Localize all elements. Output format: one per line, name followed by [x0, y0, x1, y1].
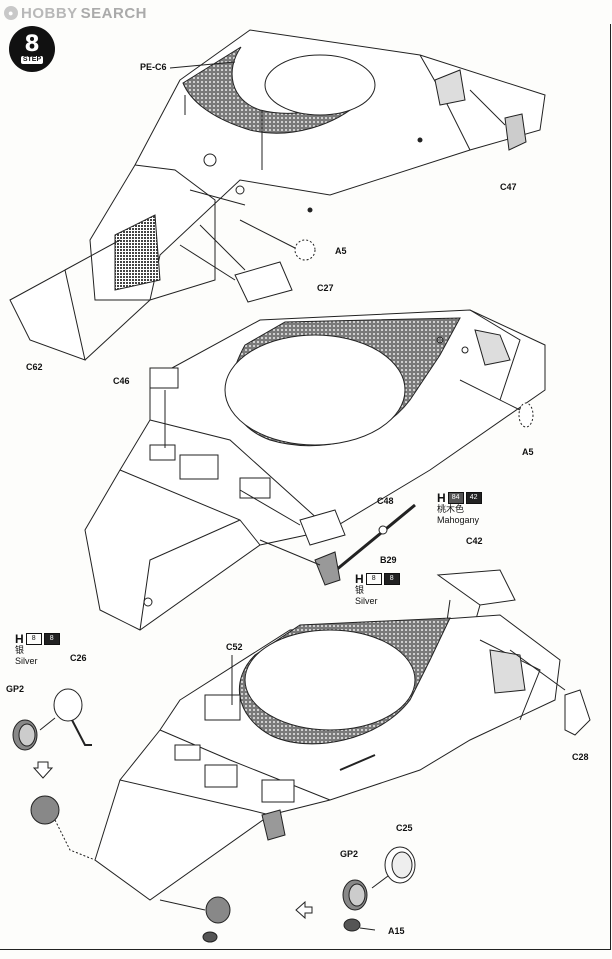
c48-part	[299, 509, 346, 546]
down-arrow-icon	[32, 761, 54, 779]
paint-code: 8	[383, 573, 400, 585]
label-a15: A15	[388, 926, 405, 936]
a5-top-part	[294, 239, 316, 261]
label-c42: C42	[466, 536, 483, 546]
c47-part	[504, 113, 527, 151]
a5-mid-part	[518, 402, 534, 428]
paint-name-jp: 银	[355, 585, 365, 595]
paint-code: 8	[365, 573, 382, 585]
paint-name-jp: 银	[15, 645, 25, 655]
hobby-logo-icon: ●	[4, 6, 18, 20]
c42-part	[436, 569, 516, 606]
paint-silver-mid: H 8 8 银 Silver	[355, 573, 400, 607]
paint-name-en: Mahogany	[437, 515, 480, 525]
page-border	[0, 24, 611, 950]
paint-name-en: Silver	[15, 656, 38, 666]
paint-name-en: Silver	[355, 596, 378, 606]
paint-silver-left: H 8 8 银 Silver	[15, 633, 60, 667]
c46-part	[149, 367, 179, 389]
step-badge: 8 STEP	[9, 26, 55, 72]
hull-top	[89, 29, 546, 301]
c26-part	[53, 688, 83, 722]
step-word: STEP	[20, 56, 44, 64]
left-arrow-icon	[295, 900, 313, 920]
label-pe-c6: PE-C6	[140, 62, 167, 72]
step-number: 8	[24, 32, 40, 57]
watermark-brand: HOBBY	[21, 4, 78, 22]
label-c46: C46	[113, 376, 130, 386]
paint-prefix: H	[437, 490, 446, 505]
a15-part	[343, 918, 361, 932]
label-c25: C25	[396, 823, 413, 833]
label-c26: C26	[70, 653, 87, 663]
b29-part	[329, 503, 416, 577]
paint-code: 8	[25, 633, 42, 645]
label-c52: C52	[226, 642, 243, 652]
paint-name-jp: 桃木色	[437, 504, 465, 514]
c62-grille	[114, 214, 161, 291]
label-c27: C27	[317, 283, 334, 293]
c27-part	[234, 261, 293, 303]
label-c28: C28	[572, 752, 589, 762]
label-c62: C62	[26, 362, 43, 372]
label-gp2-bottom: GP2	[340, 849, 359, 859]
paint-prefix: H	[15, 631, 24, 646]
hull-middle	[84, 309, 546, 631]
label-a5-mid: A5	[522, 447, 534, 457]
hull-bottom	[94, 614, 561, 901]
label-gp2-left: GP2	[6, 684, 25, 694]
label-c48: C48	[377, 496, 394, 506]
paint-mahogany: H 84 42 桃木色 Mahogany	[437, 492, 482, 526]
paint-code: 84	[447, 492, 464, 504]
paint-prefix: H	[355, 571, 364, 586]
watermark-search: SEARCH	[80, 4, 148, 22]
headlight-assembled	[30, 795, 60, 825]
c28-part	[564, 689, 591, 736]
label-c47: C47	[500, 182, 517, 192]
watermark: ● HOBBY SEARCH	[4, 4, 147, 22]
paint-code: 8	[43, 633, 60, 645]
c62-part	[9, 269, 86, 361]
label-a5-top: A5	[335, 246, 347, 256]
label-b29: B29	[380, 555, 397, 565]
paint-code: 42	[465, 492, 482, 504]
